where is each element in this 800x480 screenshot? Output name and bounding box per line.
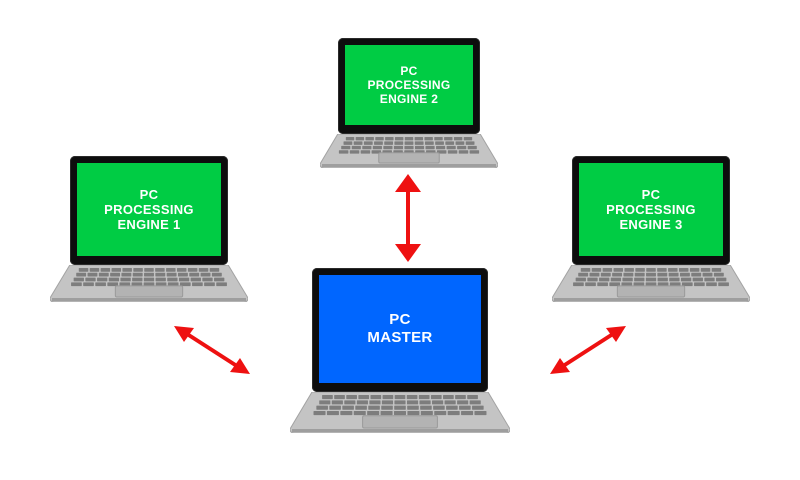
- arrow-master-engine-1: [174, 326, 250, 374]
- laptop-engine-3: PC PROCESSING ENGINE 3: [552, 156, 750, 302]
- screen-engine-1: PC PROCESSING ENGINE 1: [77, 163, 221, 256]
- node-label-master: PC MASTER: [367, 311, 433, 346]
- laptop-engine-1: PC PROCESSING ENGINE 1: [50, 156, 248, 302]
- laptop-keyboard-base: [552, 265, 750, 302]
- laptop-master: PC MASTER: [290, 268, 510, 433]
- screen-engine-2: PC PROCESSING ENGINE 2: [345, 45, 473, 125]
- screen-master: PC MASTER: [319, 275, 481, 383]
- laptop-lid: PC PROCESSING ENGINE 2: [338, 38, 480, 134]
- node-label-engine-1: PC PROCESSING ENGINE 1: [104, 186, 194, 233]
- arrow-master-engine-2: [395, 174, 421, 262]
- laptop-lid: PC MASTER: [312, 268, 488, 392]
- screen-engine-3: PC PROCESSING ENGINE 3: [579, 163, 723, 256]
- laptop-lid: PC PROCESSING ENGINE 1: [70, 156, 228, 265]
- node-label-engine-2: PC PROCESSING ENGINE 2: [367, 63, 451, 107]
- laptop-keyboard-base: [320, 134, 498, 168]
- node-label-engine-3: PC PROCESSING ENGINE 3: [606, 186, 696, 233]
- laptop-engine-2: PC PROCESSING ENGINE 2: [320, 38, 498, 168]
- laptop-keyboard-base: [290, 392, 510, 433]
- arrow-master-engine-3: [550, 326, 626, 374]
- laptop-lid: PC PROCESSING ENGINE 3: [572, 156, 730, 265]
- laptop-keyboard-base: [50, 265, 248, 302]
